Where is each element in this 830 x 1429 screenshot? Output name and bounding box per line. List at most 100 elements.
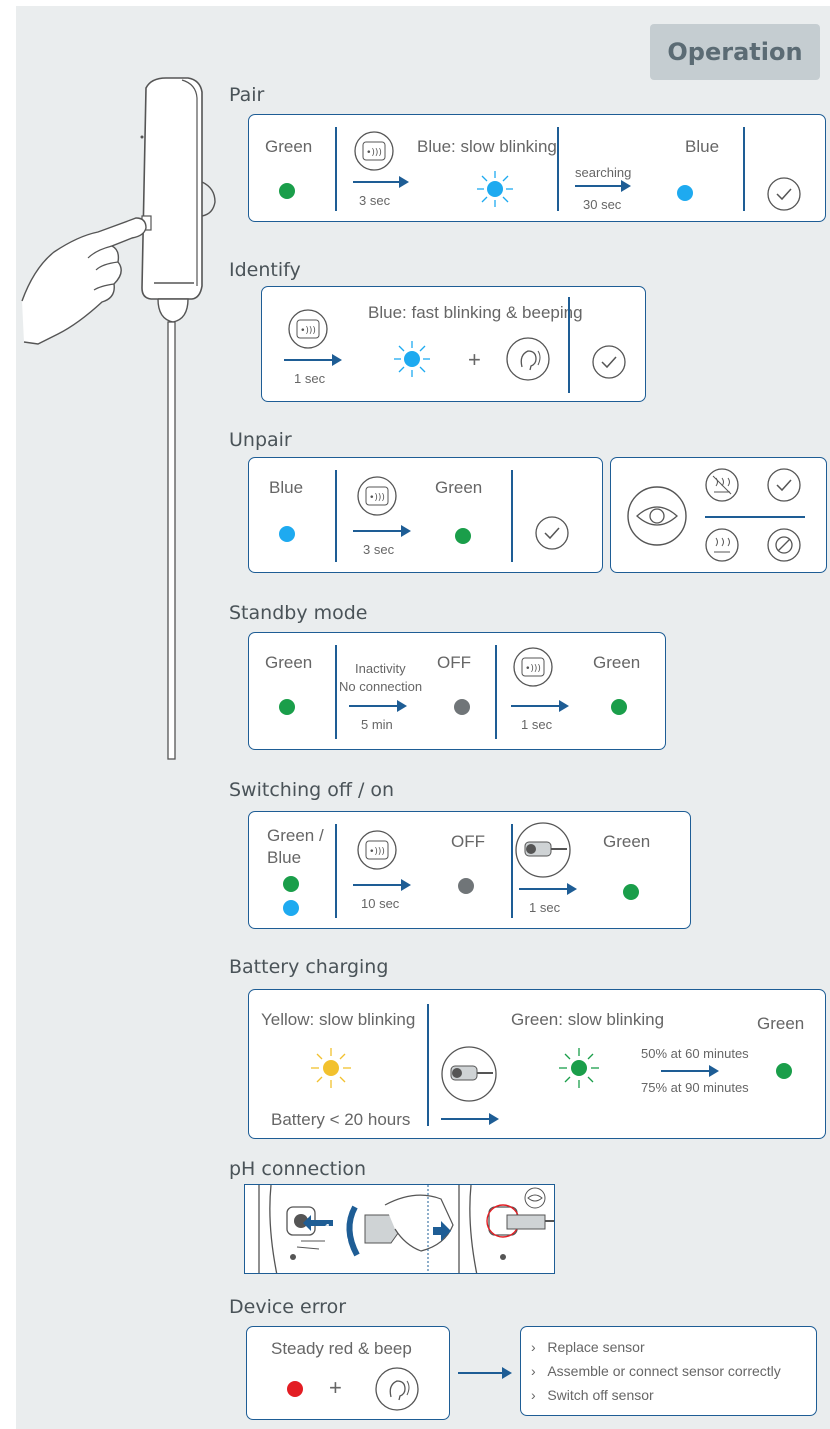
check-icon (767, 177, 801, 211)
battery-75-percent: 75% at 90 minutes (641, 1080, 749, 1095)
blinking-blue-led-icon (394, 341, 430, 377)
section-title-unpair: Unpair (229, 429, 292, 451)
section-title-identify: Identify (229, 259, 301, 281)
status-led-green (776, 1063, 792, 1079)
standby-no-connection: No connection (339, 679, 423, 694)
standby-label-green: Green (265, 653, 313, 672)
arrow (458, 1367, 512, 1379)
divider (557, 127, 559, 211)
svg-text:•))): •))) (525, 664, 541, 674)
divider (335, 645, 337, 739)
eye-icon (627, 486, 687, 546)
switching-arrow-time: 10 sec (361, 896, 400, 911)
plus-sign: + (468, 347, 481, 372)
svg-text:•))): •))) (369, 847, 385, 857)
status-led-green (279, 183, 295, 199)
svg-text:•))): •))) (300, 326, 316, 336)
status-led-green (611, 699, 627, 715)
ph-connector-drawing (258, 1185, 554, 1273)
no-heat-icon (705, 468, 739, 502)
status-led-green (623, 884, 639, 900)
operation-badge: Operation (650, 24, 820, 80)
switching-label-blue: Blue (267, 848, 302, 867)
pair-label-blue: Blue (685, 137, 720, 156)
standby-arrow-time: 5 min (361, 717, 393, 732)
pair-label-blue-slow: Blue: slow blinking (417, 137, 557, 156)
ph-connection-illustration: 1 2 (244, 1184, 555, 1274)
section-title-ph: pH connection (229, 1158, 367, 1180)
arrow (661, 1065, 719, 1077)
arrow (353, 525, 411, 537)
battery-50-percent: 50% at 60 minutes (641, 1046, 749, 1061)
divider (705, 516, 805, 518)
unpair-label-green: Green (435, 478, 483, 497)
standby-panel: Green Inactivity No connection 5 min OFF… (248, 632, 666, 750)
check-icon (767, 468, 801, 502)
arrow (353, 879, 411, 891)
check-icon (535, 516, 569, 550)
error-action-item: › Switch off sensor (531, 1387, 654, 1403)
error-actions-panel: › Replace sensor › Assemble or connect s… (520, 1326, 817, 1416)
pair-panel: Green •))) 3 sec Blue: slow blinking sea… (248, 114, 826, 222)
arrow (511, 700, 569, 712)
beep-sound-icon (375, 1367, 419, 1411)
beep-sound-icon (506, 337, 550, 381)
switching-label-green: Green / (267, 826, 324, 845)
unpair-label-blue: Blue (269, 478, 304, 497)
switching-label-off: OFF (451, 832, 485, 851)
section-title-pair: Pair (229, 84, 265, 106)
plus-sign: + (329, 1375, 342, 1400)
status-led-blue (279, 526, 295, 542)
divider (335, 824, 337, 918)
inspection-panel (610, 457, 827, 573)
divider (511, 824, 513, 918)
arrow (349, 700, 407, 712)
status-led-red (287, 1381, 303, 1397)
status-led-off (454, 699, 470, 715)
unpair-arrow-time: 3 sec (363, 542, 395, 557)
blinking-green-led-icon (559, 1048, 599, 1088)
error-panel: Steady red & beep + (246, 1326, 450, 1420)
section-title-standby: Standby mode (229, 602, 368, 624)
status-led-green (279, 699, 295, 715)
divider (743, 127, 745, 211)
press-button-icon: •))) (357, 830, 397, 870)
press-button-icon: •))) (288, 309, 328, 349)
arrow (284, 354, 342, 366)
arrow (519, 883, 577, 895)
divider (335, 127, 337, 211)
standby-label-green-2: Green (593, 653, 641, 672)
pair-searching-time: 30 sec (583, 197, 622, 212)
ph-step-2: 2 (343, 1237, 349, 1248)
status-led-blue (677, 185, 693, 201)
press-button-icon: •))) (357, 476, 397, 516)
page: Operation Pair Green •))) 3 sec Blue: sl… (16, 6, 830, 1429)
standby-label-off: OFF (437, 653, 471, 672)
section-title-error: Device error (229, 1296, 347, 1318)
status-led-green (455, 528, 471, 544)
blinking-blue-led-icon (477, 171, 513, 207)
divider (427, 1004, 429, 1126)
switching-panel: Green / Blue •))) 10 sec OFF 1 sec Green (248, 811, 691, 929)
standby-inactivity: Inactivity (355, 661, 406, 676)
error-label: Steady red & beep (271, 1339, 412, 1358)
divider (495, 645, 497, 739)
identify-arrow-time: 1 sec (294, 371, 326, 386)
pair-searching: searching (575, 165, 632, 180)
battery-label-green-blinking: Green: slow blinking (511, 1010, 665, 1029)
standby-arrow-time-2: 1 sec (521, 717, 553, 732)
section-title-switching: Switching off / on (229, 779, 395, 801)
battery-low-note: Battery < 20 hours (271, 1110, 411, 1129)
divider (335, 470, 337, 562)
blinking-yellow-led-icon (311, 1048, 351, 1088)
press-button-icon: •))) (513, 647, 553, 687)
arrow (441, 1113, 499, 1125)
sensor-device-illustration (21, 77, 216, 760)
svg-text:•))): •))) (369, 493, 385, 503)
status-led-off (458, 878, 474, 894)
heat-icon (705, 528, 739, 562)
plug-connector-icon (515, 822, 571, 878)
check-icon (592, 345, 626, 379)
arrow (575, 180, 631, 192)
identify-label: Blue: fast blinking & beeping (368, 303, 583, 322)
